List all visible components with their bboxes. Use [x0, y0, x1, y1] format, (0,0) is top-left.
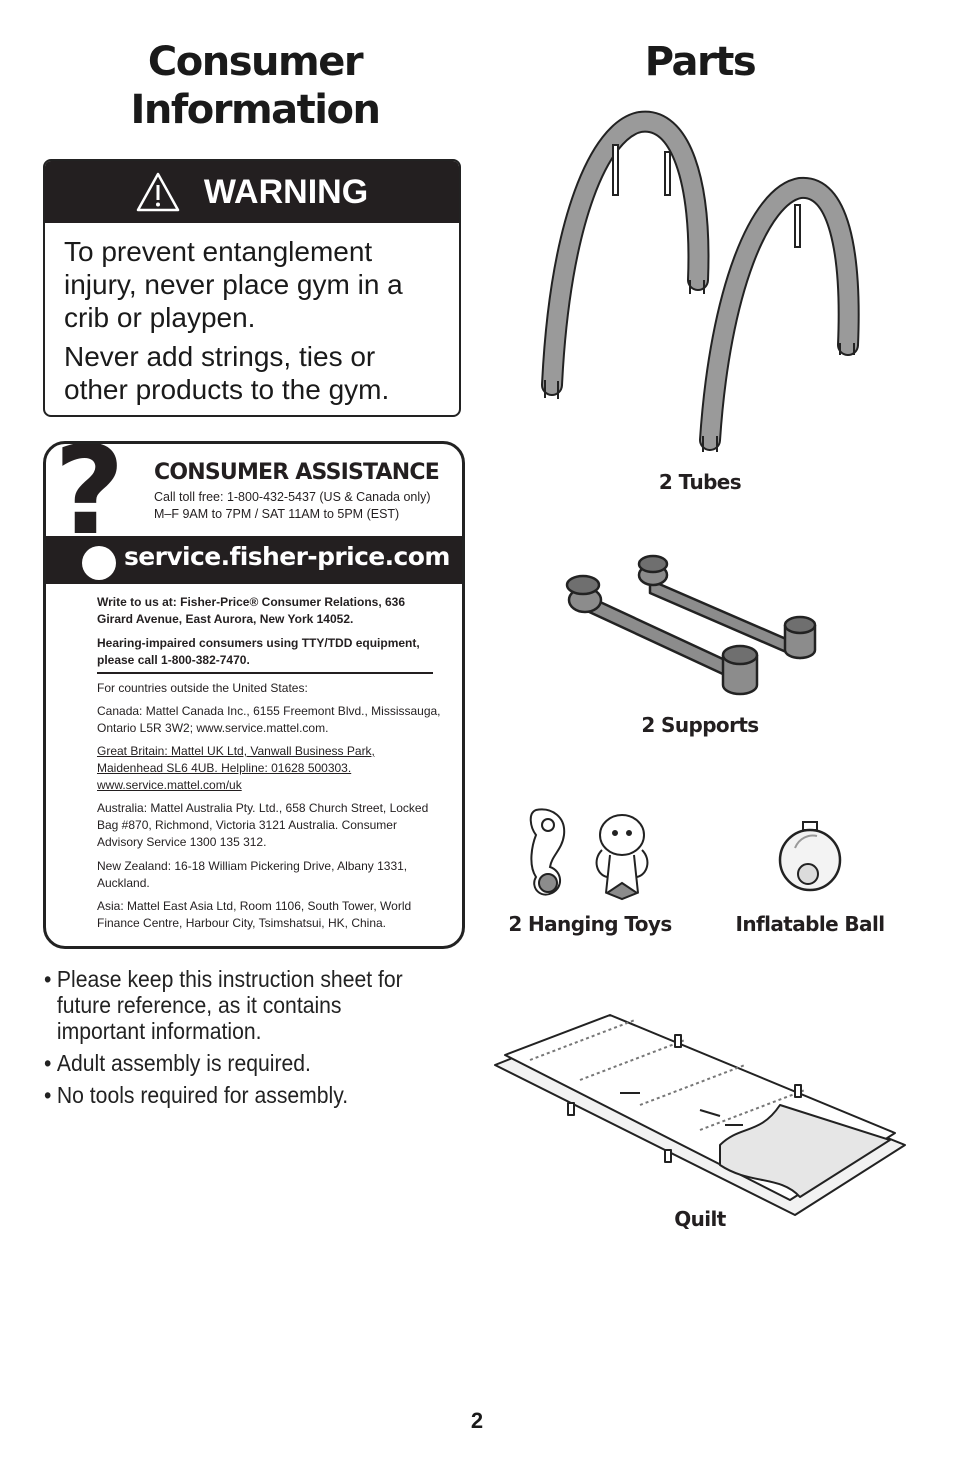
warning-paragraph-1: To prevent entanglement injury, never pl… — [64, 236, 403, 333]
great-britain-contact: Great Britain: Mattel UK Ltd, Vanwall Bu… — [97, 744, 375, 792]
inflatable-ball-label: Inflatable Ball — [735, 912, 886, 936]
supports-label: 2 Supports — [641, 713, 759, 737]
hours-line: M–F 9AM to 7PM / SAT 11AM to 5PM (EST) — [154, 507, 400, 521]
consumer-assistance-title: CONSUMER ASSISTANCE — [154, 460, 440, 485]
warning-header: WARNING — [45, 161, 459, 223]
page-number: 2 — [470, 1408, 484, 1433]
quilt-illustration — [494, 1014, 906, 1216]
inflatable-ball-illustration — [778, 821, 842, 892]
service-url-link[interactable]: service.fisher-price.com — [124, 542, 450, 571]
new-zealand-contact: New Zealand: 16-18 William Pickering Dri… — [97, 859, 408, 890]
consumer-information-title: Consumer Information — [60, 38, 450, 134]
bullet-keep-sheet: •Please keep this instruction sheet for … — [44, 966, 412, 1044]
bullet-line: important information. — [56, 1018, 262, 1044]
asia-contact: Asia: Mattel East Asia Ltd, Room 1106, S… — [97, 899, 412, 930]
bullet-no-tools: •No tools required for assembly. — [44, 1082, 412, 1108]
hearing-impaired-info: Hearing-impaired consumers using TTY/TDD… — [97, 636, 420, 667]
bullet-line: Please keep this instruction sheet for — [56, 966, 403, 992]
question-mark-icon: ? — [54, 441, 125, 562]
bullet-glyph: • — [44, 1050, 52, 1076]
australia-contact: Australia: Mattel Australia Pty. Ltd., 6… — [97, 801, 429, 849]
warning-box: WARNING To prevent entanglement injury, … — [43, 159, 461, 417]
question-mark-dot — [82, 546, 116, 580]
quilt-label: Quilt — [674, 1207, 726, 1231]
outside-us-heading: For countries outside the United States: — [97, 681, 308, 695]
bullet-glyph: • — [44, 966, 52, 992]
divider — [97, 672, 433, 674]
write-to-address: Write to us at: Fisher-Price® Consumer R… — [97, 595, 406, 626]
warning-triangle-icon — [136, 172, 180, 212]
warning-body: To prevent entanglement injury, never pl… — [45, 223, 459, 406]
bullet-line: future reference, as it contains — [56, 992, 342, 1018]
bullet-adult-assembly: •Adult assembly is required. — [44, 1050, 412, 1076]
warning-paragraph-2: Never add strings, ties or other product… — [64, 341, 390, 405]
title-line-1: Consumer — [147, 39, 364, 85]
canada-contact: Canada: Mattel Canada Inc., 6155 Freemon… — [97, 704, 441, 735]
phone-line: Call toll free: 1-800-432-5437 (US & Can… — [154, 490, 431, 504]
tubes-label: 2 Tubes — [658, 470, 742, 494]
bullet-glyph: • — [44, 1082, 52, 1108]
parts-title: Parts — [644, 39, 757, 85]
bullet-line: Adult assembly is required. — [56, 1050, 311, 1076]
hanging-toys-label: 2 Hanging Toys — [508, 912, 672, 936]
consumer-assistance-box: ? CONSUMER ASSISTANCE Call toll free: 1-… — [43, 441, 465, 949]
hanging-toys-illustration — [529, 808, 649, 901]
title-line-2: Information — [130, 87, 381, 133]
warning-label: WARNING — [203, 172, 369, 211]
bullet-line: No tools required for assembly. — [56, 1082, 349, 1108]
supports-illustration — [565, 554, 817, 696]
tubes-illustration — [541, 110, 860, 452]
